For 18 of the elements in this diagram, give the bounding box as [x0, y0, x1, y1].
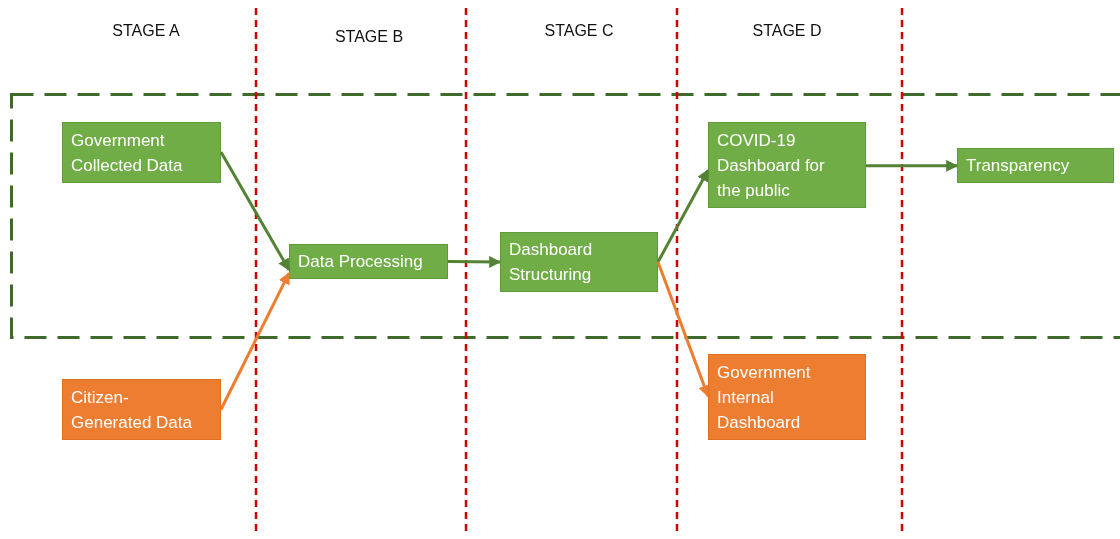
arrow: [219, 151, 291, 271]
process-box: Government Collected Data: [62, 122, 221, 183]
process-box: Citizen-Generated Data: [62, 379, 221, 440]
arrow: [219, 272, 291, 411]
arrow: [656, 169, 710, 263]
process-box: COVID-19 Dashboard for the public: [708, 122, 866, 208]
stage-label: STAGE B: [334, 28, 404, 46]
arrow: [448, 255, 502, 268]
process-box: Transparency: [957, 148, 1114, 183]
dashed-boundary: [10, 93, 1120, 339]
stage-label: STAGE D: [752, 22, 822, 40]
process-box: Government Internal Dashboard: [708, 354, 866, 440]
arrow: [656, 261, 710, 398]
stage-label: STAGE C: [544, 22, 614, 40]
process-box: Data Processing: [289, 244, 448, 279]
arrow: [866, 159, 959, 172]
process-box: Dashboard Structuring: [500, 232, 658, 292]
stage-label: STAGE A: [112, 22, 180, 40]
